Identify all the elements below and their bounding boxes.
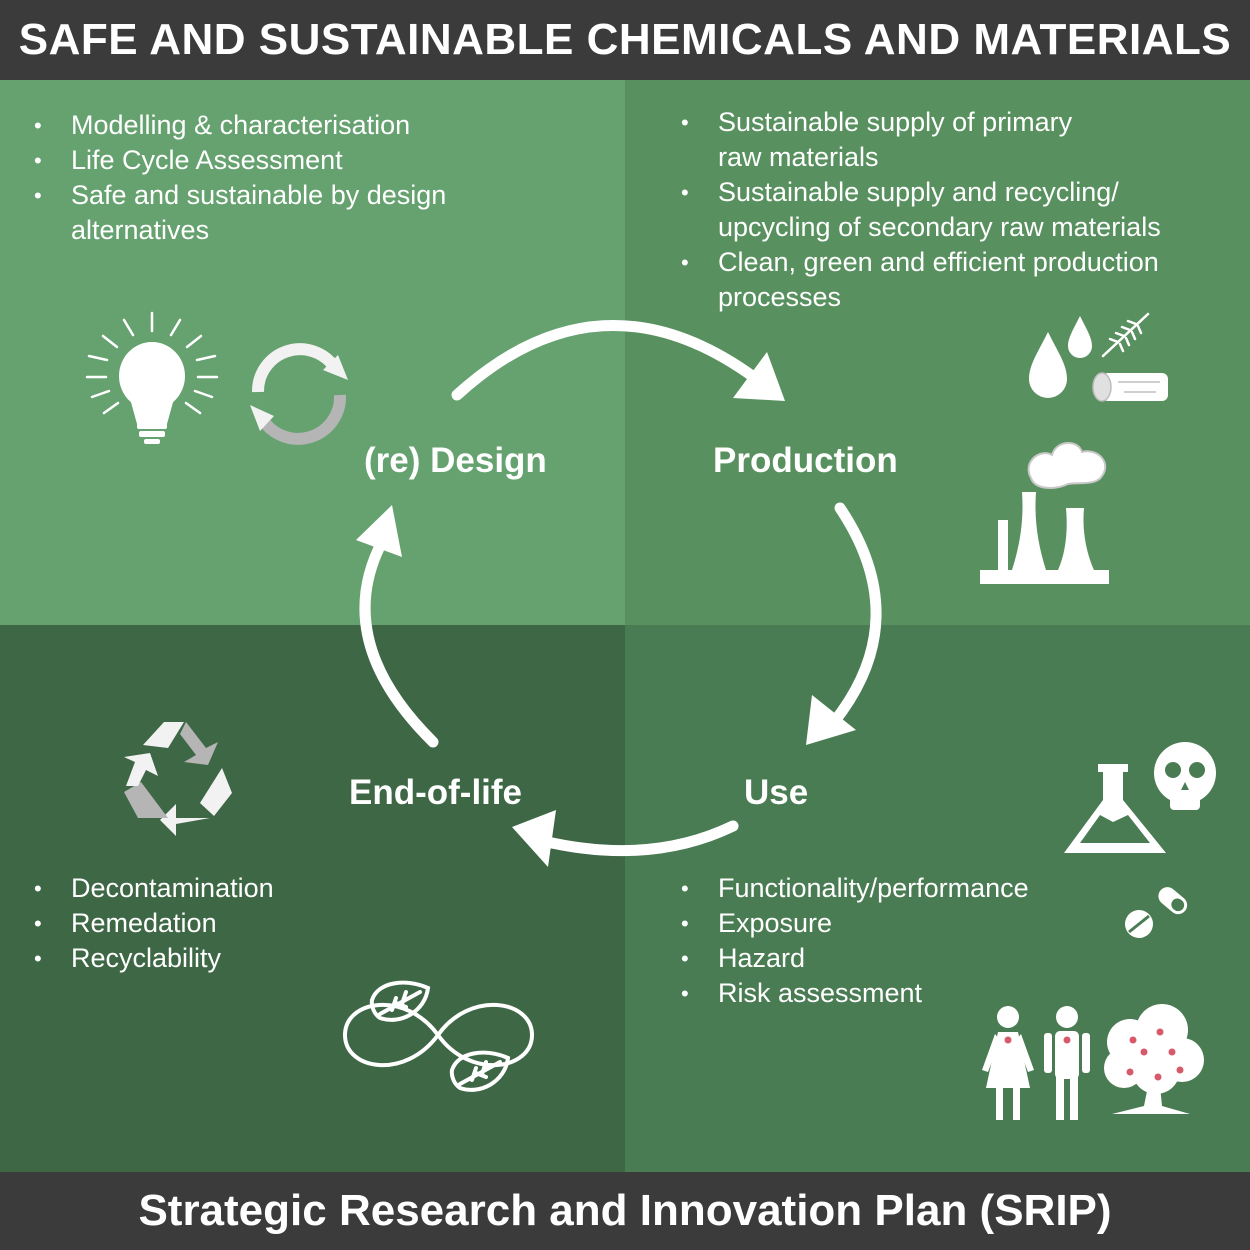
arrow-use-to-end-of-life — [537, 820, 739, 857]
refresh-icon — [250, 343, 348, 445]
list-item: Functionality/performance — [681, 871, 1101, 906]
list-item: Life Cycle Assessment — [34, 143, 504, 178]
water-drops-icon — [1029, 316, 1092, 398]
use-bullets: Functionality/performance Exposure Hazar… — [681, 871, 1101, 1011]
list-item: Remedation — [34, 906, 434, 941]
arrowhead-end-of-life — [512, 810, 556, 867]
production-bullets: Sustainable supply of primary raw materi… — [681, 105, 1221, 315]
flask-icon — [1064, 764, 1166, 853]
lightbulb-rays-icon — [85, 311, 219, 415]
pills-icon — [1125, 887, 1188, 938]
cycle-arrows — [359, 319, 882, 857]
infinity-leaves-icon — [342, 980, 535, 1092]
log-icon — [1092, 372, 1168, 402]
factory-cooling-tower-icon — [980, 442, 1109, 584]
arrow-heads — [356, 352, 856, 867]
arrowhead-use — [806, 695, 856, 745]
end-of-life-bullets: Decontamination Remedation Recyclability — [34, 871, 434, 976]
list-item: Sustainable supply of primary raw materi… — [681, 105, 1118, 175]
list-item: Exposure — [681, 906, 1101, 941]
arrow-end-of-life-to-design — [359, 534, 439, 748]
arrow-production-to-use — [828, 502, 882, 728]
stage-end-of-life: End-of-life — [349, 773, 523, 812]
wheat-icon — [1101, 312, 1150, 358]
footer-title: Strategic Research and Innovation Plan (… — [0, 1172, 1250, 1250]
design-bullets: Modelling & characterisation Life Cycle … — [34, 108, 504, 248]
tree-icon — [1104, 1004, 1204, 1114]
list-item: Hazard — [681, 941, 1101, 976]
stage-design: (re) Design — [364, 441, 547, 480]
list-item: Modelling & characterisation — [34, 108, 504, 143]
man-woman-icon — [982, 1006, 1090, 1120]
list-item: Risk assessment — [681, 976, 1101, 1011]
list-item: Recyclability — [34, 941, 434, 976]
arrowhead-design — [356, 505, 402, 557]
list-item: Clean, green and efficient production pr… — [681, 245, 1208, 315]
header-title: SAFE AND SUSTAINABLE CHEMICALS AND MATER… — [0, 0, 1250, 80]
stage-use: Use — [744, 773, 809, 812]
list-item: Safe and sustainable by design alternati… — [34, 178, 491, 248]
arrow-design-to-production — [451, 319, 761, 401]
skull-icon — [1154, 742, 1216, 810]
list-item: Sustainable supply and recycling/ upcycl… — [681, 175, 1218, 245]
arrowhead-production — [733, 352, 785, 401]
stage-production: Production — [713, 441, 898, 480]
lightbulb-icon — [119, 342, 185, 444]
recycle-icon — [124, 722, 232, 836]
list-item: Decontamination — [34, 871, 434, 906]
